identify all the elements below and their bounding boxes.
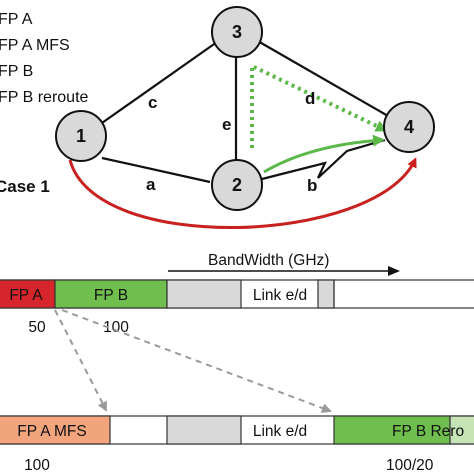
bottom-tick-right: 100/20 — [386, 457, 434, 474]
case-label: Case 1 — [0, 177, 50, 196]
legend: FP A FP A MFS FP B FP B reroute — [0, 11, 89, 106]
network-nodes — [55, 6, 435, 211]
edge-label-e: e — [222, 115, 231, 134]
fp-a-mfs-label: FP A MFS — [17, 423, 87, 440]
node-1-label: 1 — [76, 126, 86, 146]
fp-a-mfs-slot — [0, 415, 111, 445]
edge-label-d: d — [305, 89, 315, 108]
edge-d — [255, 39, 396, 121]
fp-a-reroute-arrow — [68, 157, 417, 229]
node-4 — [383, 101, 435, 153]
bottom-link-label: Link e/d — [253, 423, 307, 440]
edge-label-c: c — [148, 93, 157, 112]
node-2 — [211, 159, 263, 211]
edge-label-a: a — [146, 175, 156, 194]
network-edges — [91, 39, 396, 184]
fp-b-reroute-label: FP B Rero — [392, 423, 464, 440]
edge-c — [91, 41, 218, 131]
node-2-label: 2 — [232, 175, 242, 195]
bottom-reserved-slot-1 — [166, 415, 242, 445]
node-3 — [211, 6, 263, 58]
top-tick-right: 100 — [103, 319, 129, 336]
legend-item-fp-b-reroute: FP B reroute — [0, 89, 89, 106]
mapping-arrow-left — [54, 309, 107, 412]
fp-b-path — [263, 134, 385, 174]
top-reserved-slot-2 — [317, 279, 335, 309]
top-reserved-slot-1 — [166, 279, 242, 309]
fp-a-label: FP A — [9, 287, 43, 304]
top-link-label: Link e/d — [253, 287, 307, 304]
bottom-tick-left: 100 — [24, 457, 50, 474]
fp-b-reroute-slot-tail — [449, 415, 474, 445]
legend-item-fp-a: FP A — [0, 11, 33, 28]
edge-a — [101, 156, 211, 184]
spectrum-row-top: FP A FP B Link e/d — [0, 279, 474, 309]
top-tick-left: 50 — [28, 319, 46, 336]
fp-a-slot — [0, 279, 56, 309]
node-1 — [55, 110, 107, 162]
mapping-arrow-right — [61, 309, 332, 413]
edge-b — [257, 138, 386, 182]
legend-item-fp-b: FP B — [0, 63, 33, 80]
fp-b-slot — [54, 279, 168, 309]
edge-label-b: b — [307, 176, 317, 195]
fp-b-reroute-path — [250, 62, 388, 148]
node-4-label: 4 — [404, 117, 414, 137]
bandwidth-axis-label: BandWidth (GHz) — [208, 252, 329, 269]
node-3-label: 3 — [232, 22, 242, 42]
spectrum-row-bottom: FP A MFS Link e/d FP B Rero — [0, 415, 474, 445]
fp-b-label: FP B — [94, 287, 128, 304]
legend-item-fp-a-mfs: FP A MFS — [0, 37, 70, 54]
